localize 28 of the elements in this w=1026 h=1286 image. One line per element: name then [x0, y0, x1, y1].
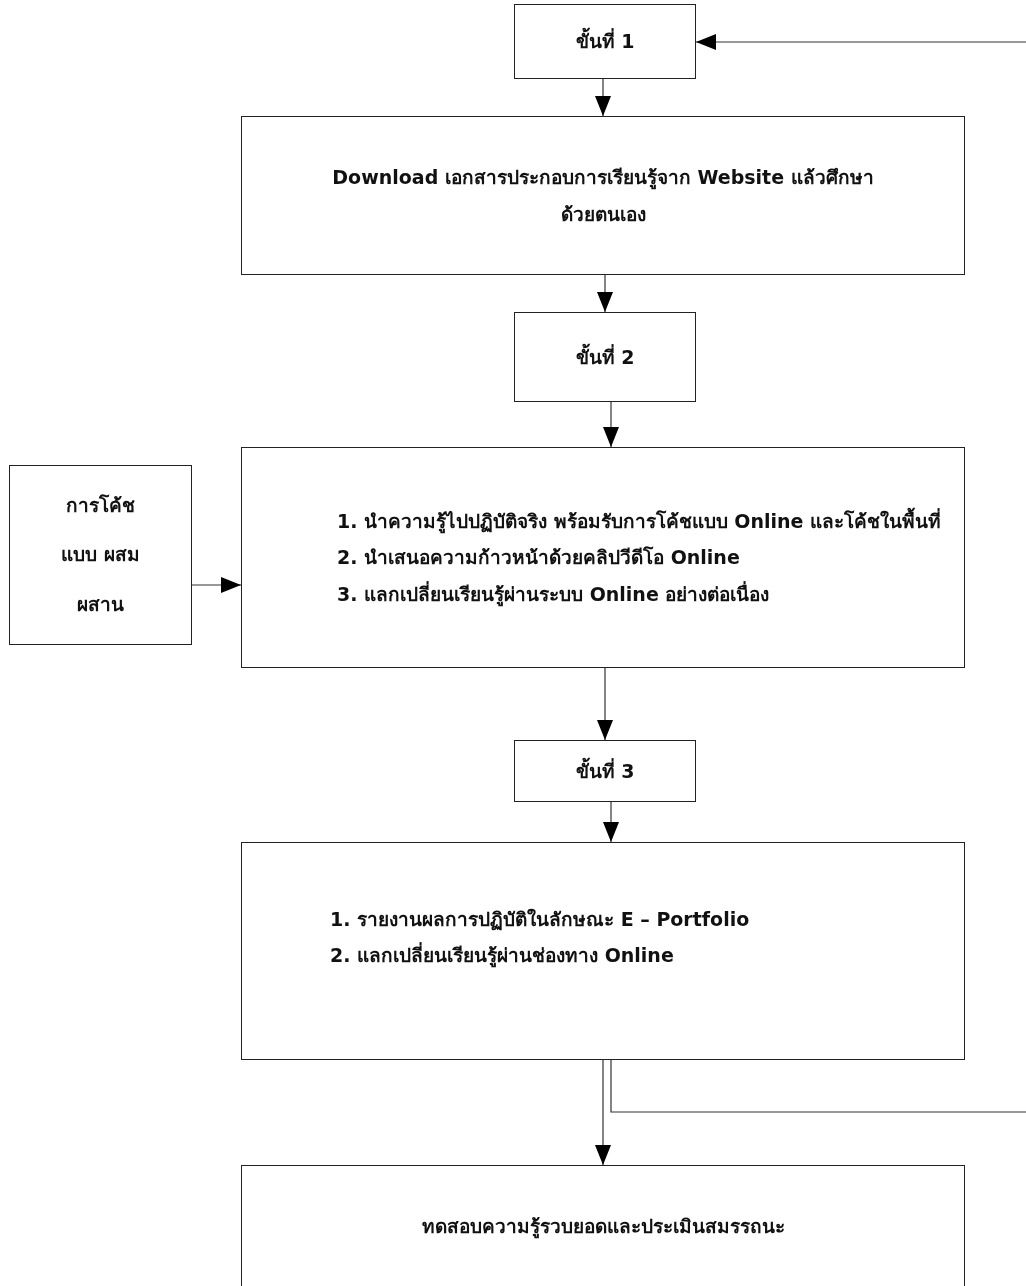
- step-box: [514, 740, 696, 802]
- step-label: ขั้นที่ 1: [575, 23, 635, 60]
- step-box: [514, 4, 696, 79]
- step-text: ทดสอบความรู้รวบยอดและประเมินสมรรถนะ: [421, 1214, 785, 1241]
- list-item: 3. แลกเปลี่ยนเรียนรู้ผ่านระบบ Online อย่างต่อเนื่อง: [337, 580, 770, 609]
- list-item: 1. นำความรู้ไปปฏิบัติจริง พร้อมรับการโค้ชแบบ Online และโค้ชในพื้นที่: [337, 503, 941, 540]
- side-box: [9, 465, 192, 645]
- arrow: [603, 801, 619, 843]
- step-box: [514, 312, 696, 402]
- process-box: [241, 842, 965, 1060]
- list-item: 1. รายงานผลการปฏิบัติในลักษณะ E – Portfolio: [330, 906, 750, 933]
- step-label: ขั้นที่ 2: [575, 342, 635, 370]
- arrow: [595, 78, 611, 117]
- connector-line: [610, 1059, 1026, 1113]
- step-text: Download เอกสารประกอบการเรียนรู้จาก Website แล้วศึกษาด้วยตนเอง: [331, 165, 875, 227]
- process-box: [241, 447, 965, 668]
- arrow: [603, 401, 619, 448]
- box-label: การโค้ช แบบ ผสมผสาน: [60, 492, 141, 617]
- step-label: ขั้นที่ 3: [575, 756, 635, 784]
- process-box: [241, 1165, 965, 1286]
- arrow: [191, 577, 242, 593]
- list-item: 2. แลกเปลี่ยนเรียนรู้ผ่านช่องทาง Online: [330, 941, 674, 970]
- process-box: [241, 116, 965, 275]
- arrow: [597, 667, 613, 741]
- arrow: [695, 34, 1026, 50]
- arrow: [597, 274, 613, 313]
- list-item: 2. นำเสนอความก้าวหน้าด้วยคลิปวีดีโอ Online: [337, 545, 740, 571]
- arrow: [595, 1059, 611, 1166]
